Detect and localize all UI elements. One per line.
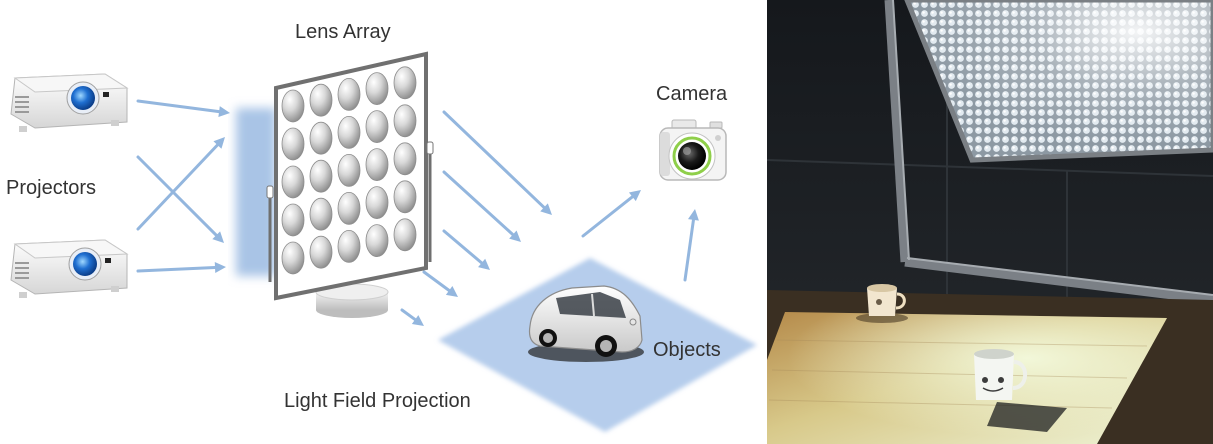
lens-element [309, 197, 333, 231]
camera-icon [659, 119, 727, 181]
lens-element [365, 110, 389, 143]
lens-grid [281, 66, 417, 275]
lens-element [309, 235, 333, 269]
lens-element [393, 66, 417, 100]
lens-element [337, 78, 361, 111]
light-ray-arrow [683, 218, 695, 282]
arrow-head [445, 286, 458, 297]
lens-array-icon [266, 51, 434, 301]
lens-array-panel-icon [904, 0, 1213, 163]
prototype-photo-scene [767, 0, 1213, 444]
arrow-head [628, 190, 641, 202]
lens-element [365, 72, 389, 105]
prototype-photo [767, 0, 1213, 444]
arrow-head [212, 231, 224, 243]
lens-element [365, 224, 389, 258]
lens-element [309, 83, 333, 117]
light-ray-arrow [442, 110, 546, 209]
lens-element [281, 203, 305, 237]
light-ray-arrow [136, 99, 221, 114]
arrow-head [218, 106, 230, 118]
lens-element [281, 165, 305, 199]
light-ray-arrow [136, 143, 219, 231]
label-camera: Camera [656, 83, 728, 105]
car-icon [528, 285, 644, 362]
label-lens-array: Lens Array [295, 21, 391, 43]
label-objects: Objects [653, 339, 721, 361]
coffee-mug-icon [974, 349, 1067, 432]
lens-element [365, 186, 389, 220]
projector-icon [10, 73, 129, 132]
lens-element [393, 180, 417, 214]
arrow-head [478, 258, 490, 270]
light-ray-arrow [442, 170, 515, 237]
light-ray-arrow [136, 155, 218, 237]
lens-element [365, 148, 389, 182]
lens-element [281, 89, 305, 123]
lens-element [393, 218, 417, 252]
lens-element [281, 127, 305, 161]
lens-element [337, 153, 361, 187]
arrow-head [688, 209, 699, 221]
light-ray-arrow [400, 308, 417, 322]
arrow-head [411, 315, 424, 326]
lens-element [337, 229, 361, 263]
light-ray-arrow [136, 265, 217, 273]
lens-element [337, 191, 361, 225]
arrow-head [213, 137, 225, 149]
lens-element [309, 159, 333, 193]
label-light-field-projection: Light Field Projection [284, 390, 471, 412]
light-ray-arrow [581, 195, 634, 238]
projector-icon [10, 239, 129, 298]
label-projectors: Projectors [6, 177, 97, 199]
light-ray-arrow [422, 270, 451, 292]
coffee-mug-icon [856, 284, 908, 323]
lens-element [309, 121, 333, 155]
system-diagram [10, 51, 757, 432]
lens-element [281, 241, 305, 275]
light-rays [136, 99, 699, 326]
lens-element [337, 115, 361, 149]
lens-element [393, 142, 417, 176]
light-ray-arrow [442, 229, 484, 265]
arrow-head [540, 203, 552, 215]
lens-element [393, 104, 417, 138]
arrow-head [214, 262, 226, 273]
arrow-head [509, 230, 521, 242]
